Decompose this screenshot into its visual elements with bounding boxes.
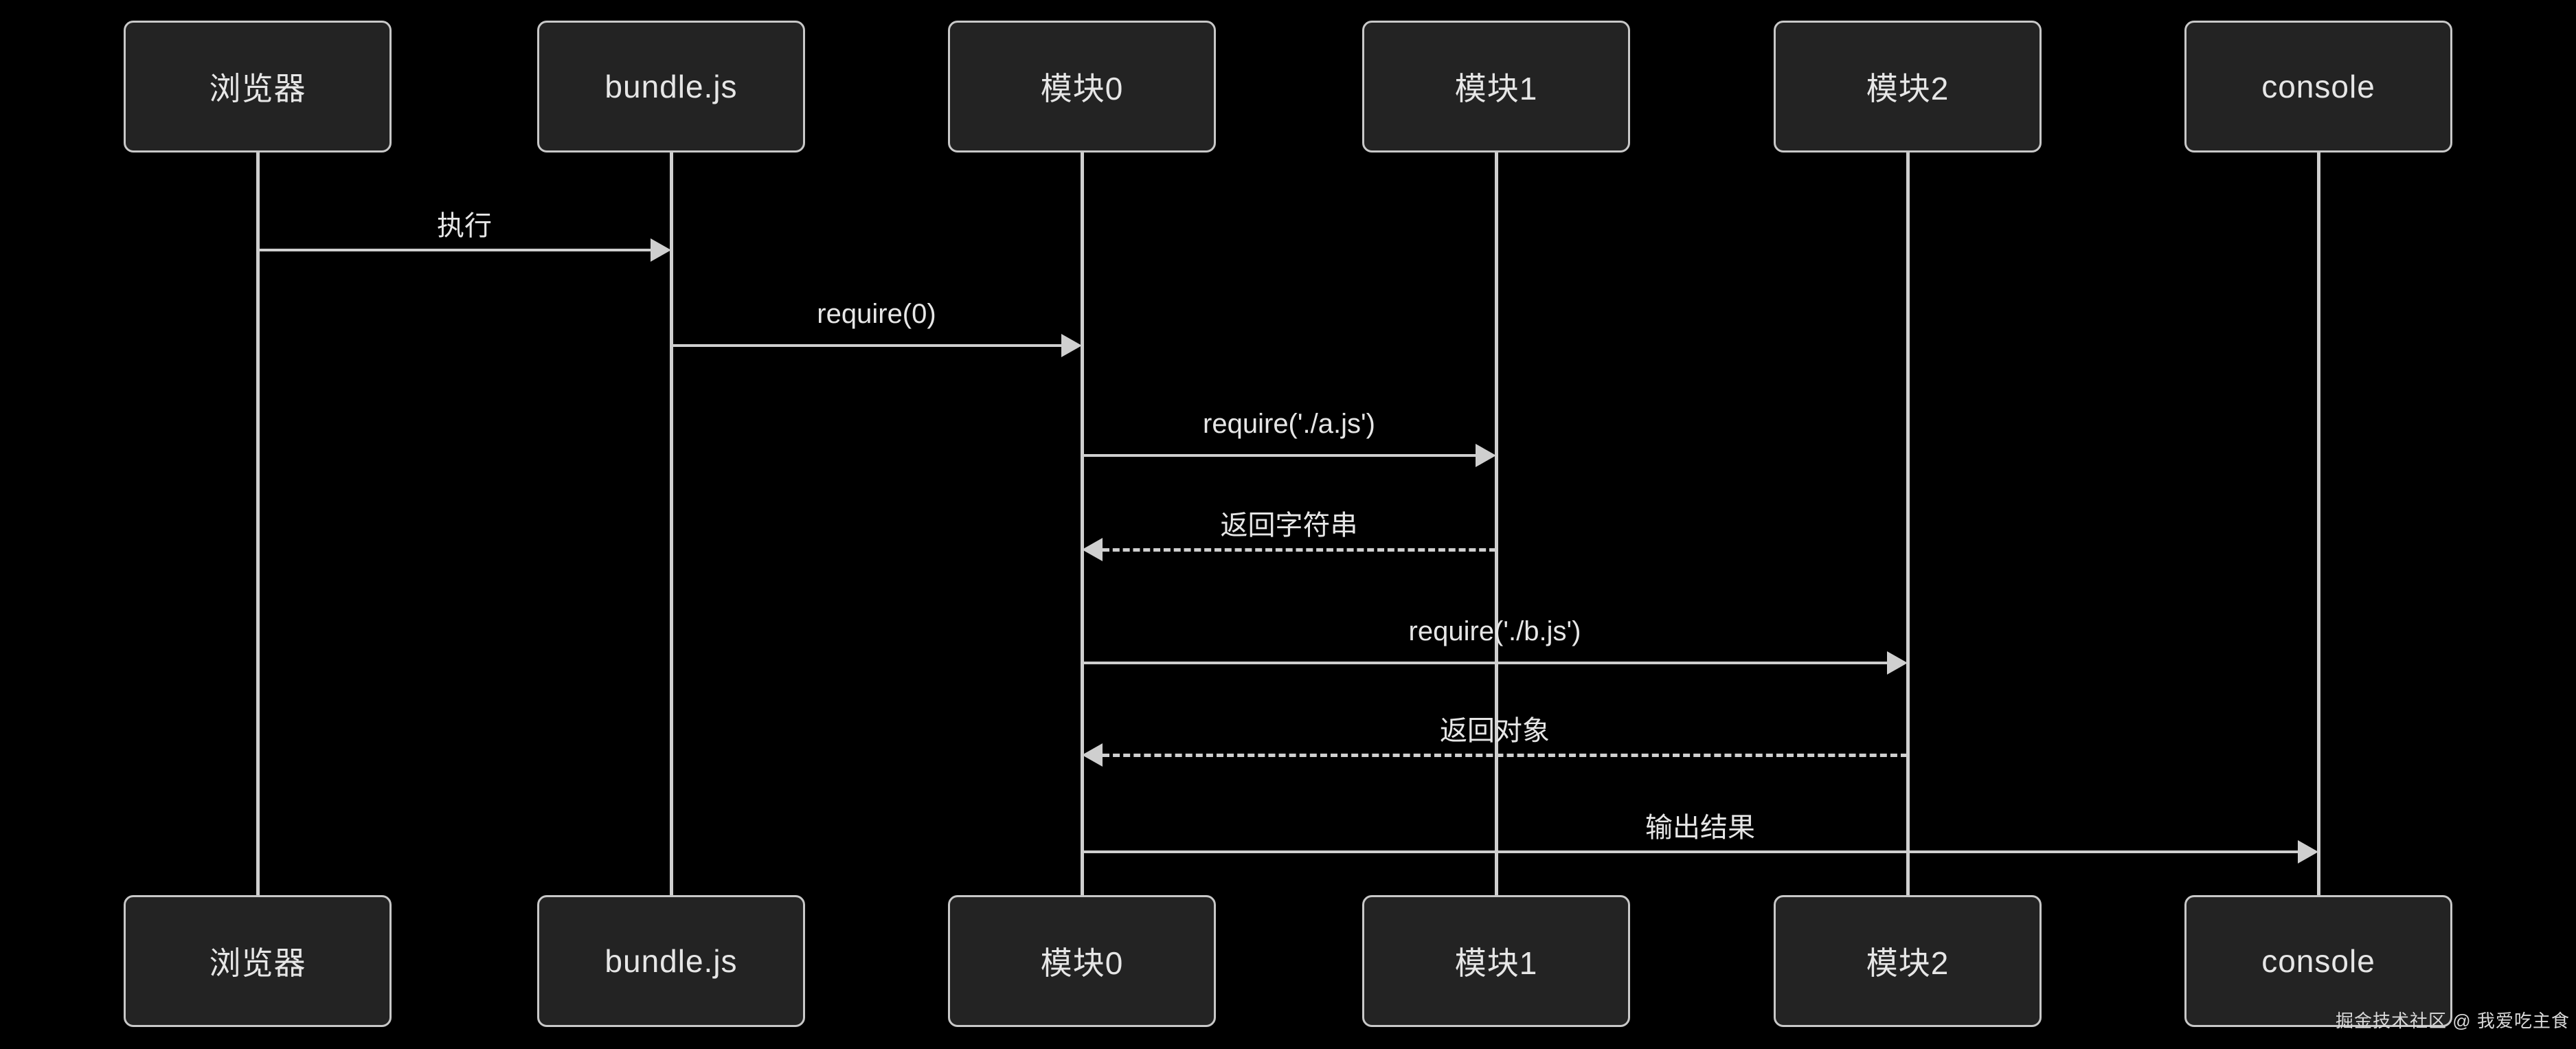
- lifeline-module1: [1495, 153, 1498, 895]
- participant-box-bottom-module2[interactable]: 模块2: [1774, 895, 2042, 1027]
- message-line-3: [1082, 454, 1476, 457]
- participant-label: 浏览器: [209, 71, 306, 106]
- lifeline-module0: [1081, 153, 1084, 895]
- message-line-7: [1082, 850, 2298, 853]
- participant-box-bottom-browser[interactable]: 浏览器: [124, 895, 392, 1027]
- participant-box-bottom-module0[interactable]: 模块0: [948, 895, 1216, 1027]
- message-line-1: [258, 249, 651, 251]
- participant-box-top-browser[interactable]: 浏览器: [124, 21, 392, 153]
- participant-box-top-console[interactable]: console: [2184, 21, 2452, 153]
- watermark: 掘金技术社区 @ 我爱吃主食: [2336, 1011, 2570, 1031]
- message-label-7: 输出结果: [1645, 813, 1755, 843]
- participant-label: 模块1: [1454, 945, 1538, 981]
- participant-box-bottom-bundle[interactable]: bundle.js: [537, 895, 805, 1027]
- participant-box-top-bundle[interactable]: bundle.js: [537, 21, 805, 153]
- message-label-5: require('./b.js'): [1408, 616, 1581, 646]
- message-arrowhead-4: [1082, 538, 1103, 561]
- message-label-1: 执行: [437, 211, 492, 241]
- participant-label: 浏览器: [209, 945, 306, 981]
- participant-box-top-module2[interactable]: 模块2: [1774, 21, 2042, 153]
- message-arrowhead-2: [1061, 334, 1082, 357]
- message-label-6: 返回对象: [1440, 716, 1550, 746]
- lifeline-module2: [1906, 153, 1910, 895]
- message-line-6: [1103, 754, 1908, 757]
- lifeline-bundle: [670, 153, 673, 895]
- lifeline-browser: [256, 153, 260, 895]
- message-label-4: 返回字符串: [1220, 510, 1358, 541]
- participant-box-top-module1[interactable]: 模块1: [1362, 21, 1630, 153]
- participant-label: console: [2261, 69, 2375, 104]
- message-arrowhead-5: [1887, 651, 1908, 675]
- message-arrowhead-3: [1476, 444, 1496, 467]
- participant-label: 模块1: [1454, 71, 1538, 106]
- message-label-2: require(0): [817, 299, 936, 329]
- participant-box-bottom-console[interactable]: console: [2184, 895, 2452, 1027]
- message-label-3: require('./a.js'): [1203, 409, 1375, 439]
- message-line-5: [1082, 662, 1887, 664]
- participant-box-top-module0[interactable]: 模块0: [948, 21, 1216, 153]
- participant-label: bundle.js: [605, 943, 738, 979]
- message-line-4: [1103, 548, 1496, 552]
- message-arrowhead-7: [2298, 840, 2318, 864]
- message-arrowhead-1: [651, 238, 671, 262]
- participant-label: console: [2261, 943, 2375, 979]
- message-arrowhead-6: [1082, 743, 1103, 767]
- participant-label: 模块0: [1040, 71, 1124, 106]
- participant-label: bundle.js: [605, 69, 738, 104]
- lifeline-console: [2317, 153, 2320, 895]
- participant-label: 模块2: [1866, 71, 1950, 106]
- message-line-2: [671, 344, 1061, 347]
- participant-box-bottom-module1[interactable]: 模块1: [1362, 895, 1630, 1027]
- participant-label: 模块0: [1040, 945, 1124, 981]
- participant-label: 模块2: [1866, 945, 1950, 981]
